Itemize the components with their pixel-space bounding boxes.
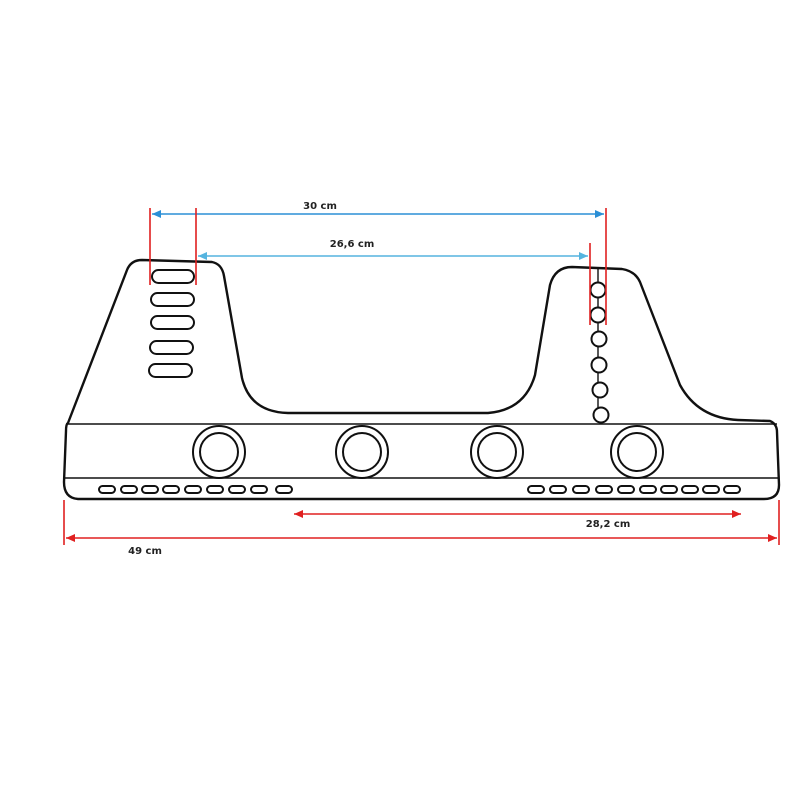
dimension-26-6cm: 26,6 cm bbox=[195, 208, 591, 325]
bracket-body bbox=[62, 258, 781, 501]
dimension-label-30cm: 30 cm bbox=[303, 201, 337, 212]
dimension-label-28-2cm: 28,2 cm bbox=[586, 519, 631, 530]
dimension-28-2cm: 28,2 cm bbox=[294, 510, 741, 530]
bottom-rail-slots-right bbox=[527, 485, 741, 494]
left-arm-slots bbox=[148, 269, 195, 378]
dimension-label-26-6cm: 26,6 cm bbox=[330, 239, 375, 250]
bottom-rail-slots-left bbox=[98, 485, 293, 494]
dimension-30cm: 30 cm bbox=[149, 201, 607, 325]
dimension-label-49cm: 49 cm bbox=[128, 546, 162, 557]
dimension-49cm: 49 cm bbox=[63, 500, 780, 557]
large-mount-holes bbox=[192, 425, 664, 479]
